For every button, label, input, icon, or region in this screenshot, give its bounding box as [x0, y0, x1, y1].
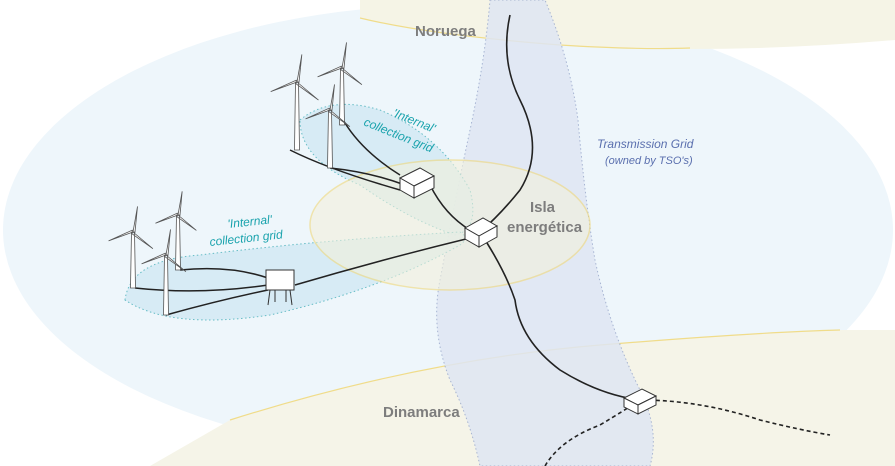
substation-north	[398, 167, 436, 199]
transmission-label-line2: (owned by TSO's)	[605, 155, 693, 167]
wind-turbines	[108, 42, 363, 316]
wind-turbine	[305, 84, 351, 169]
wind-turbine	[141, 229, 187, 316]
island-zone	[309, 159, 591, 291]
island-label-line2: energética	[507, 219, 583, 236]
wind-turbine	[108, 206, 154, 289]
transmission-label-line1: Transmission Grid	[597, 137, 694, 151]
island-substation	[463, 217, 499, 248]
wind-turbine	[270, 54, 319, 151]
island-label-line1: Isla	[530, 199, 556, 216]
norway-label: Noruega	[415, 23, 477, 40]
collection-cables-west	[134, 237, 471, 316]
offshore-platform	[265, 269, 295, 306]
onshore-substation	[622, 388, 658, 415]
wind-turbine	[317, 42, 363, 126]
grid-west-label-line1: 'Internal'	[227, 212, 274, 231]
denmark-label: Dinamarca	[383, 404, 460, 421]
wind-turbine	[155, 191, 197, 271]
